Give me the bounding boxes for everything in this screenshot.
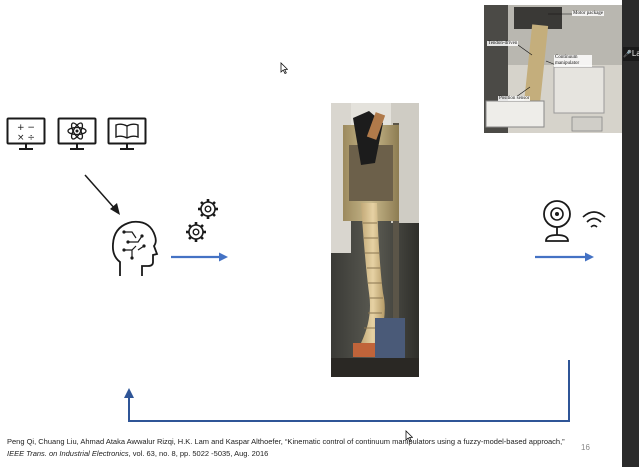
svg-text:× ÷: × ÷ (17, 133, 35, 143)
reference-citation: Peng Qi, Chuang Liu, Ahmad Ataka Awwalur… (7, 436, 567, 460)
motor-package-label: Motor package (572, 11, 605, 16)
citation-details: , vol. 63, no. 8, pp. 5022 -5035, Aug. 2… (128, 449, 269, 458)
sensor-arrow (535, 252, 594, 262)
brain-circuit-icon (111, 220, 159, 276)
text-cursor-icon (405, 430, 413, 442)
feedback-loop-arrow (124, 360, 570, 422)
citation-journal: IEEE Trans. on Industrial Electronics (7, 449, 129, 458)
math-monitor-icon: + − × ÷ (6, 117, 46, 150)
participant-tile[interactable]: 🎤La (623, 47, 639, 61)
atom-monitor-icon (57, 117, 97, 150)
webcam-icon (543, 200, 571, 242)
wifi-icon (582, 211, 606, 228)
position-sensor-label: Position sensor (498, 96, 531, 101)
gears-icon (186, 199, 218, 242)
continuum-manipulator-label: Continuum manipulator (554, 55, 592, 67)
microphone-icon: 🎤 (623, 50, 632, 58)
continuum-robot-photo (331, 103, 419, 377)
slide-page-number: 16 (581, 443, 590, 452)
experimental-setup-photo: Motor package Tendon-driven Continuum ma… (484, 5, 622, 133)
input-arrow (84, 174, 120, 215)
citation-line-1: Peng Qi, Chuang Liu, Ahmad Ataka Awwalur… (7, 437, 565, 446)
mouse-cursor-icon (280, 62, 288, 74)
svg-text:+ −: + − (17, 123, 35, 133)
book-monitor-icon (107, 117, 147, 150)
participant-panel (622, 0, 639, 467)
citation-line-2: IEEE Trans. on Industrial Electronics, v… (7, 448, 567, 460)
participant-name: La (631, 49, 639, 58)
presentation-slide: + − × ÷ (6, 5, 622, 460)
tendon-driven-label: Tendon-driven (487, 41, 519, 46)
control-arrow (171, 252, 228, 262)
